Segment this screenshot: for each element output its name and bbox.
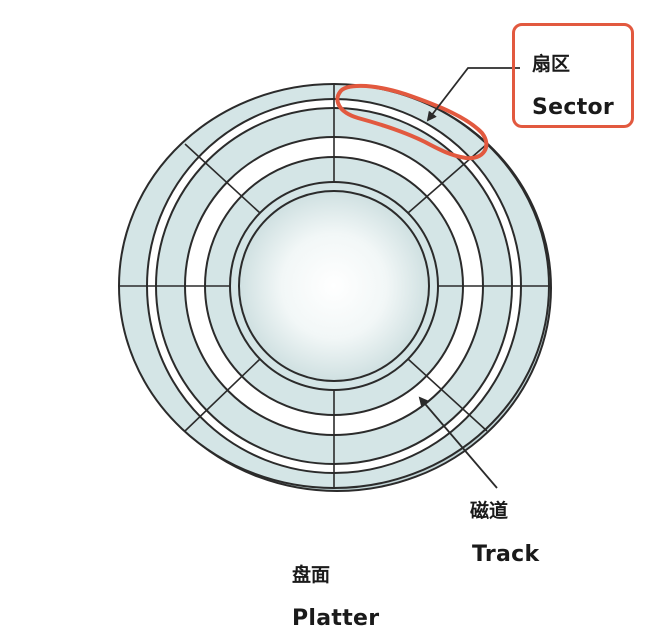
sector-leader-line xyxy=(426,67,520,122)
track-label-chinese: 磁道 xyxy=(470,500,509,522)
platter-label-english: Platter xyxy=(292,606,380,631)
sector-highlight xyxy=(335,83,489,161)
sector-label-chinese: 扇区 xyxy=(532,53,571,75)
track-leader-line xyxy=(418,396,498,489)
platter-label-chinese: 盘面 xyxy=(292,564,331,586)
sector-dividers xyxy=(119,84,549,488)
platter-hub xyxy=(238,190,430,382)
track-label-english: Track xyxy=(472,542,540,567)
sector-label-english: Sector xyxy=(532,95,615,120)
sector-label-box xyxy=(512,23,634,128)
